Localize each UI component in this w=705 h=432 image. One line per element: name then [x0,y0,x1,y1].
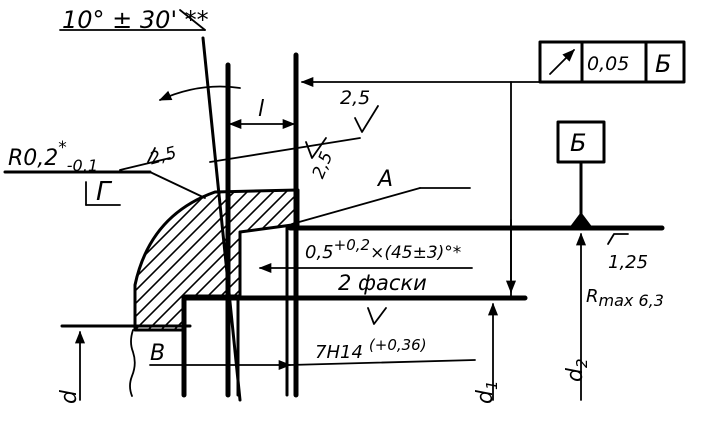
svg-text:2,5: 2,5 [147,143,178,169]
roughness-symbol-1: 2,5 [340,87,379,133]
roughness-symbol-2: 2,5 [305,137,338,182]
roughness-symbol-4: 1,25 [607,233,648,273]
roughness-symbol-3: 2,5 [147,143,179,169]
section-outline [133,188,300,332]
dim-l-label: l [258,97,264,122]
angle-arc [158,85,241,101]
dim-d-label: d [57,389,82,404]
roughness-rmax: Rmax 6,3 [586,286,664,310]
radius-label: R0,2*-0,1 [8,138,98,175]
svg-text:2,5: 2,5 [340,87,370,109]
roughness-symbol-5 [367,307,387,325]
datum-triangle-icon [569,212,593,228]
angle-spec-label: 10° ± 30' ** [62,6,209,34]
chamfer-label: 0,5+0,2×(45±3)°* [305,236,461,263]
label-G: Г [96,177,113,207]
svg-text:1,25: 1,25 [608,252,648,273]
tolerance-datum: Б [655,50,671,78]
hole-tol-label: 7H14(+0,36) [315,336,427,363]
label-A: А [376,167,393,192]
dim-d1-label: d1 [473,380,501,404]
svg-text:2,5: 2,5 [309,149,338,182]
tolerance-frame: 0,05 Б [538,40,686,84]
datum-marker: Б [556,120,606,228]
tolerance-value: 0,05 [587,53,629,75]
dim-d2-label: d2 [563,358,591,382]
datum-box-label: Б [570,129,586,157]
part-geometry [3,9,665,402]
label-B: В [150,341,165,366]
chamfer-note: 2 фаски [338,271,427,295]
runout-arrow-icon [549,49,575,75]
